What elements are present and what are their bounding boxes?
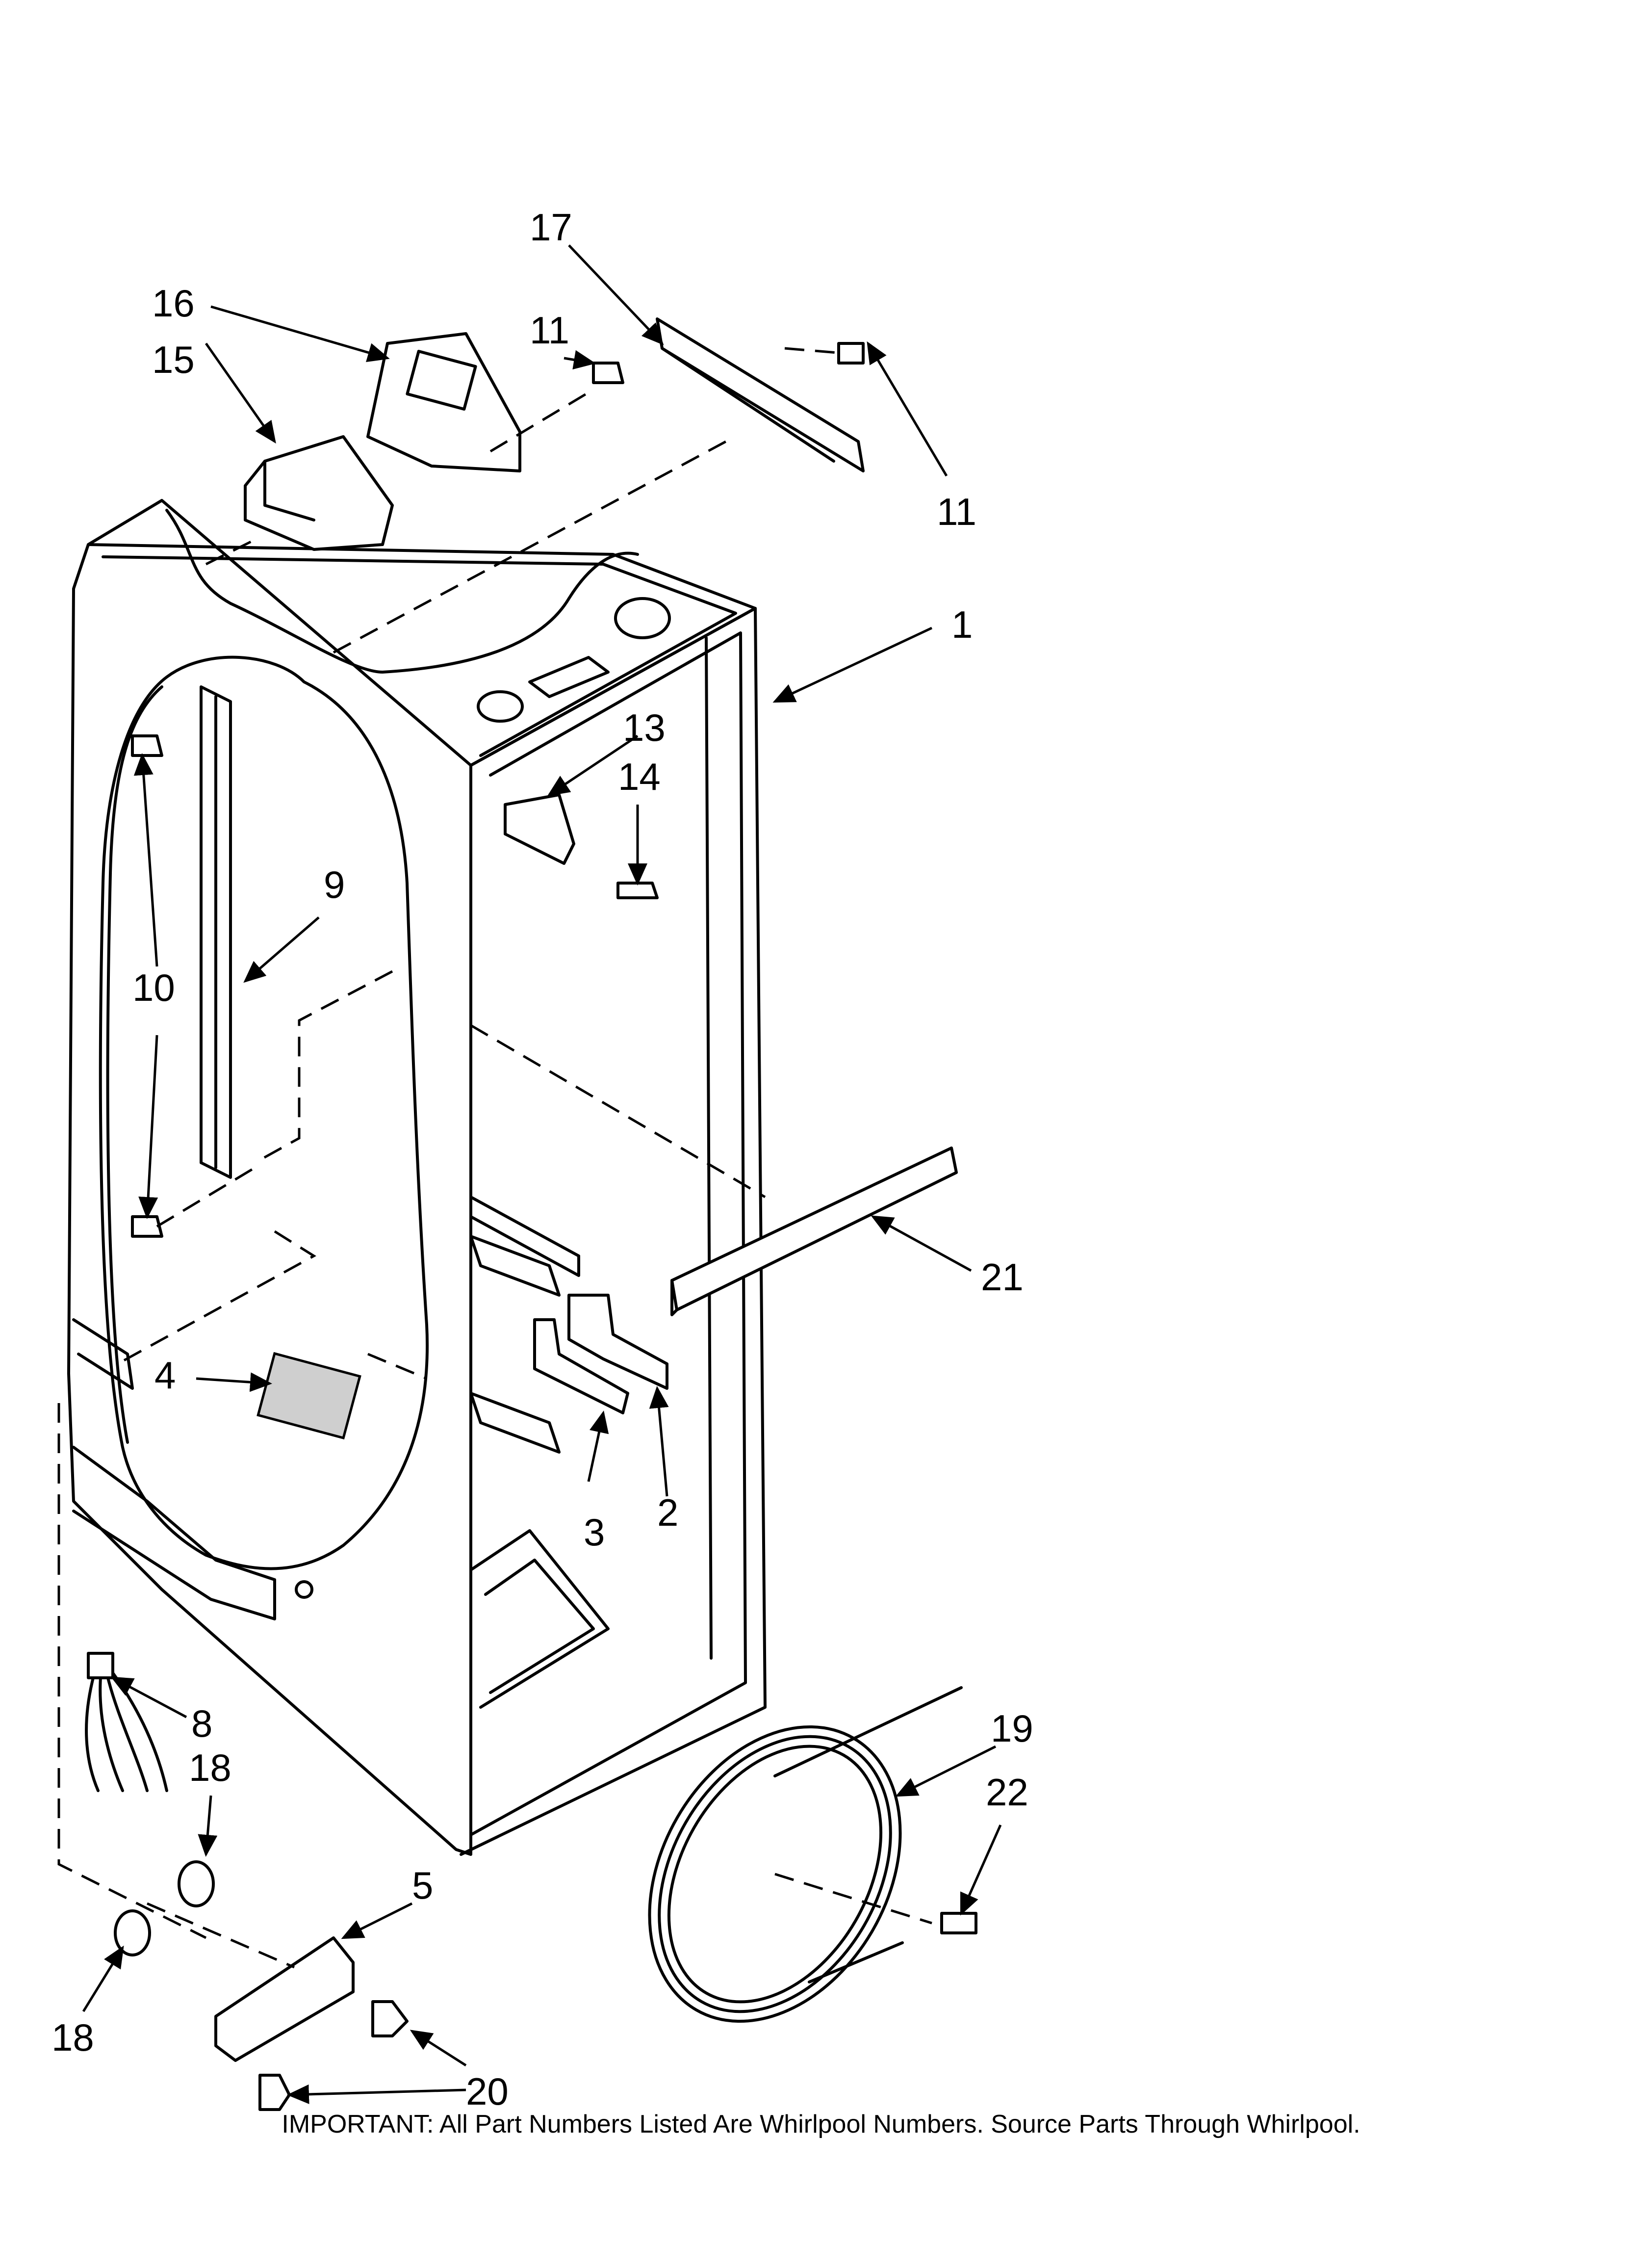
screw-11a-part bbox=[592, 362, 624, 384]
callout-10: 10 bbox=[132, 966, 175, 1009]
callout-18-upper: 18 bbox=[189, 1746, 231, 1789]
callout-5: 5 bbox=[412, 1864, 433, 1907]
bracket-2-part bbox=[567, 1294, 668, 1390]
callout-9: 9 bbox=[324, 863, 345, 906]
screw-22-part bbox=[940, 1912, 977, 1934]
callout-16: 16 bbox=[152, 282, 195, 325]
leader-lines bbox=[82, 244, 1002, 2104]
bulb-18a-part bbox=[178, 1860, 215, 1907]
callout-2: 2 bbox=[657, 1491, 678, 1534]
callout-8: 8 bbox=[191, 1702, 212, 1745]
assembly-lines bbox=[57, 347, 932, 1969]
shelf-ladder-rail-part bbox=[200, 685, 232, 1179]
fastener-20a-part bbox=[371, 2000, 409, 2037]
callout-18-lower: 18 bbox=[51, 2016, 94, 2059]
callout-20: 20 bbox=[466, 2070, 509, 2113]
control-housing-part bbox=[244, 435, 394, 551]
screw-11b-part bbox=[837, 342, 865, 365]
callout-22: 22 bbox=[986, 1771, 1028, 1814]
callout-15: 15 bbox=[152, 338, 195, 381]
callout-4: 4 bbox=[154, 1354, 176, 1397]
cross-channel-part bbox=[670, 1147, 958, 1316]
small-bracket-part bbox=[504, 793, 575, 865]
callout-13: 13 bbox=[623, 706, 666, 749]
callout-17: 17 bbox=[530, 206, 572, 249]
lamp-housing-part bbox=[214, 1936, 355, 2062]
important-notice: IMPORTANT: All Part Numbers Listed Are W… bbox=[282, 2110, 1360, 2138]
callout-11-right: 11 bbox=[937, 490, 976, 533]
screw-14-part bbox=[616, 882, 659, 899]
callout-14: 14 bbox=[618, 755, 661, 798]
cabinet-liner-part bbox=[67, 499, 767, 1856]
callout-labels: 17 16 15 11 11 1 13 14 9 10 21 4 3 2 8 1… bbox=[51, 206, 1033, 2113]
callout-19: 19 bbox=[991, 1707, 1033, 1750]
screw-10a-part bbox=[131, 734, 163, 757]
coiled-tube-part bbox=[648, 1686, 963, 2023]
bracket-3-part bbox=[533, 1318, 629, 1414]
callout-21: 21 bbox=[981, 1255, 1024, 1299]
bulb-18b-part bbox=[114, 1909, 151, 1956]
callout-3: 3 bbox=[584, 1511, 605, 1554]
fastener-20b-part bbox=[258, 2074, 291, 2111]
callout-1: 1 bbox=[951, 603, 973, 646]
top-rail-part bbox=[656, 317, 865, 472]
callout-11-upper: 11 bbox=[530, 309, 569, 352]
control-bracket-part bbox=[366, 332, 521, 472]
vent-4-part bbox=[257, 1352, 361, 1440]
wire-harness-part bbox=[85, 1652, 168, 1792]
